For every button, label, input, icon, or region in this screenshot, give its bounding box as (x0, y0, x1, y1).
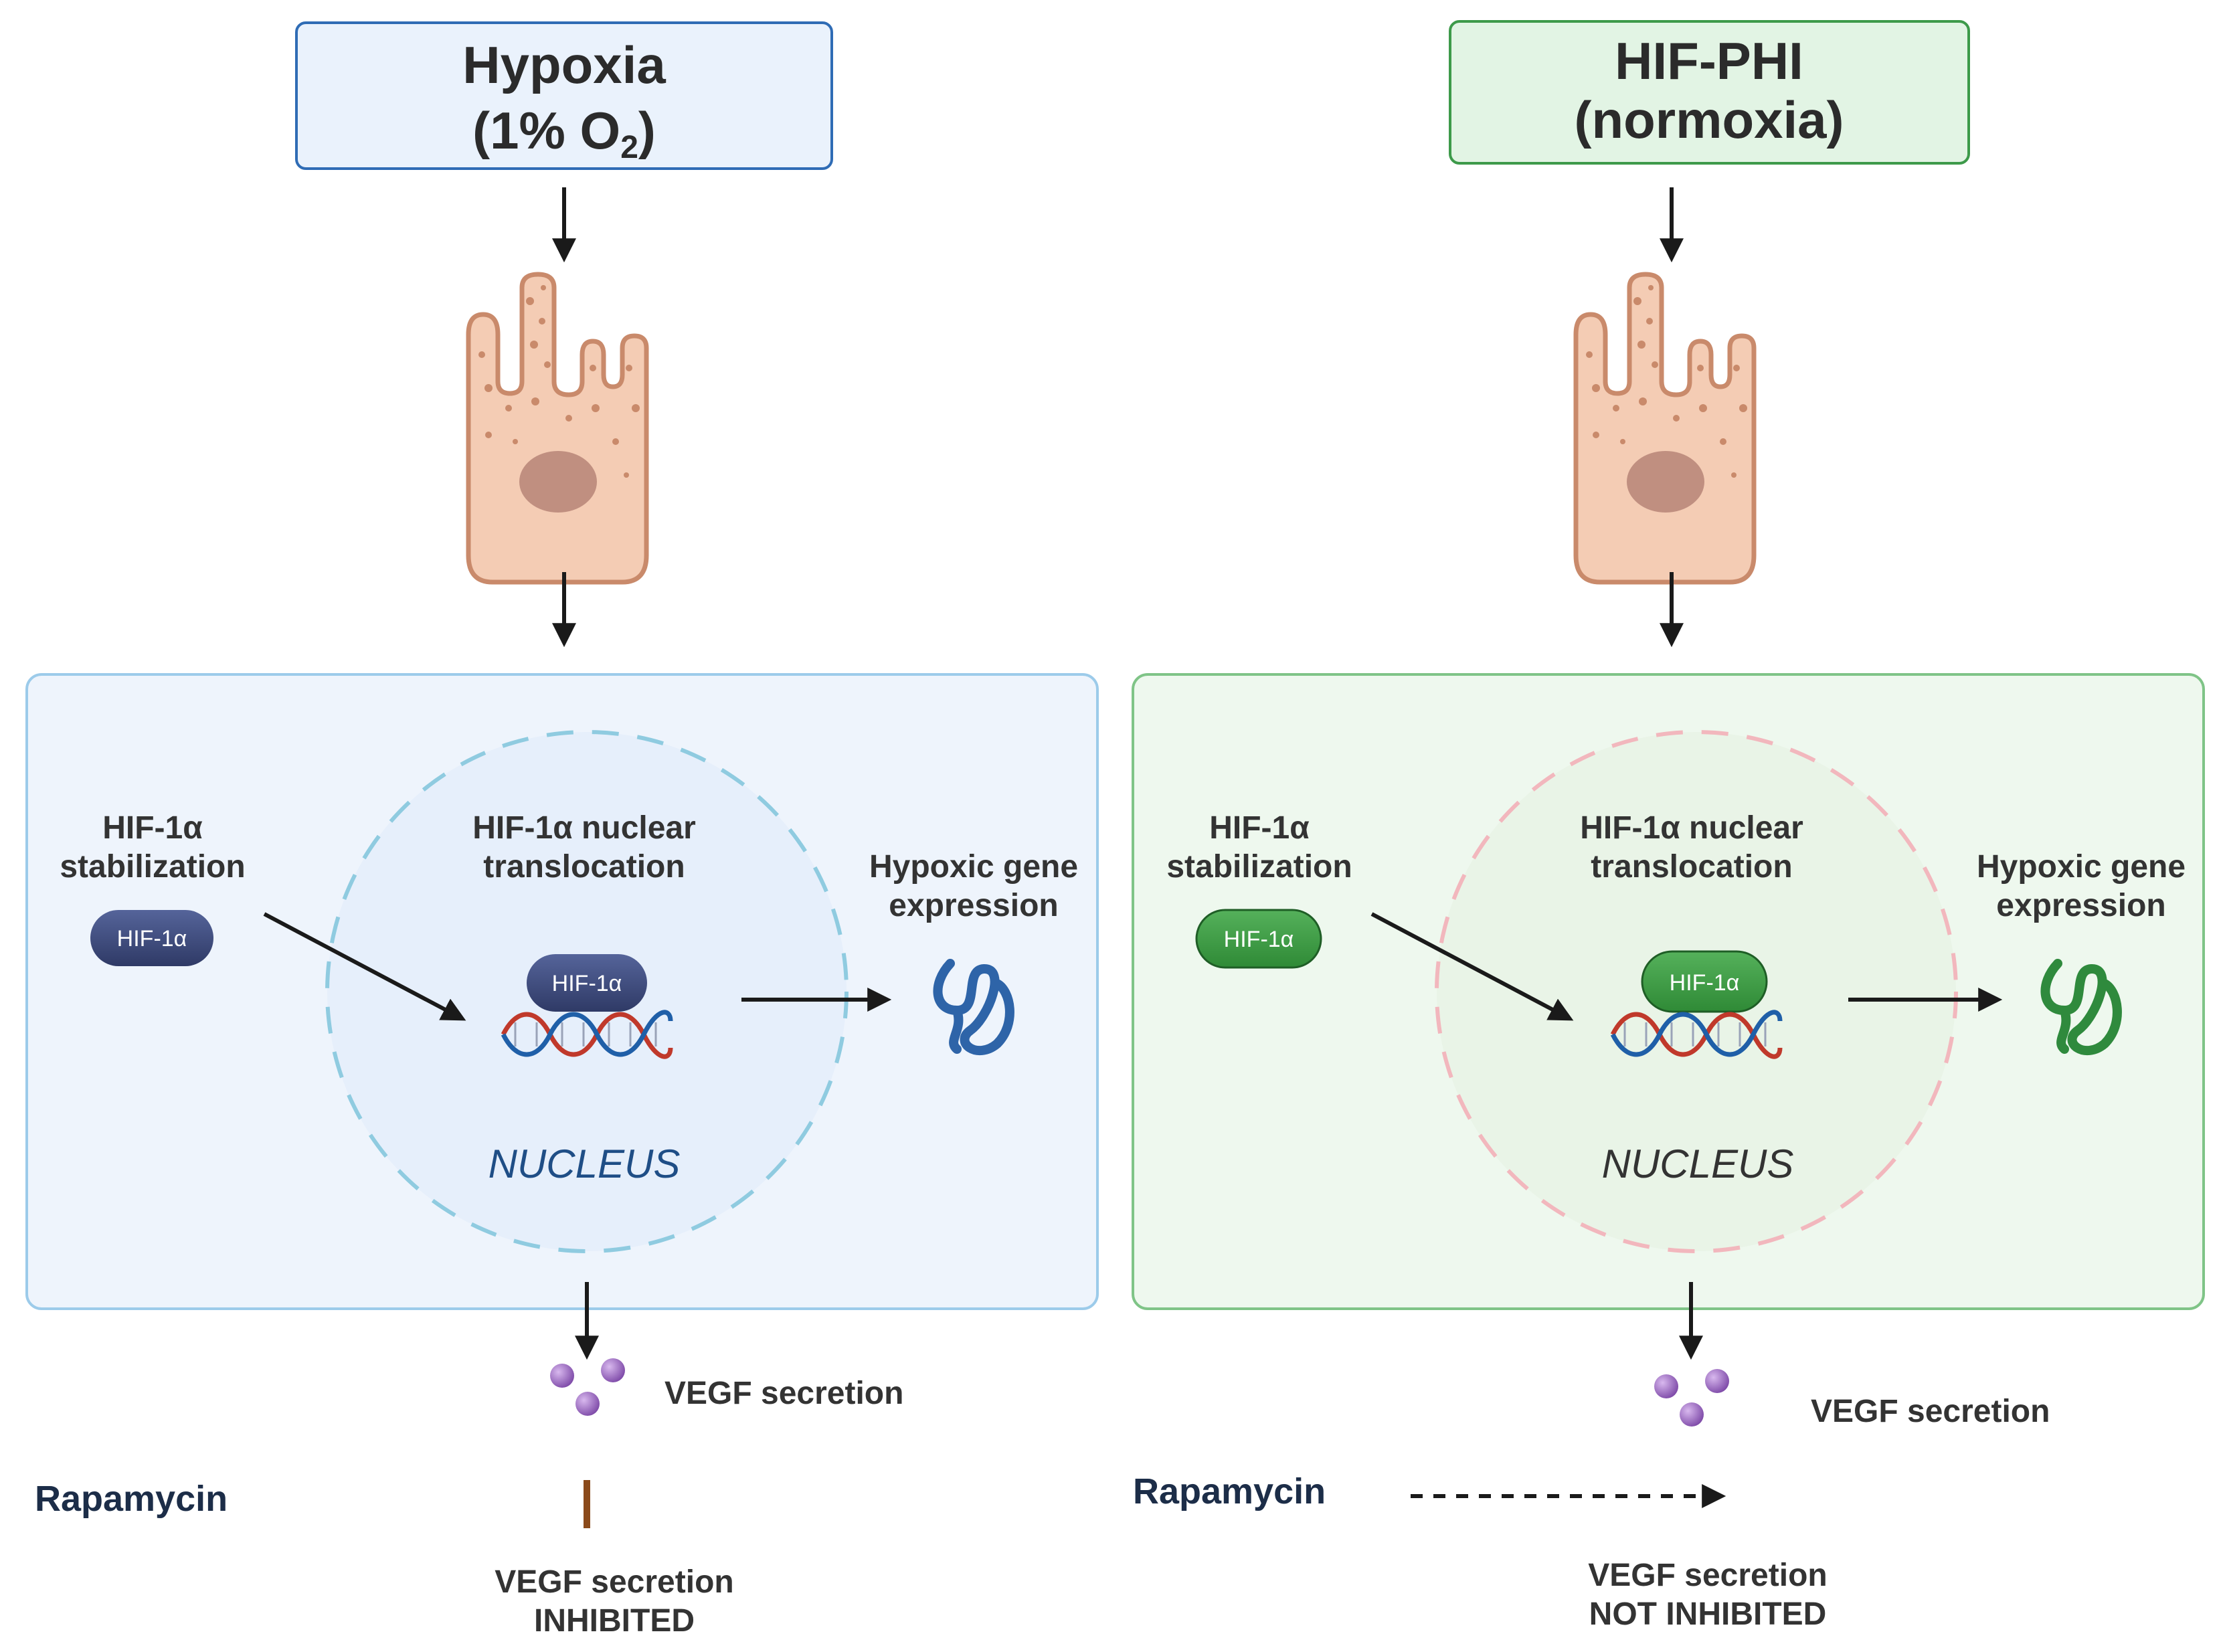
hif1a-pill-nucleus-right-label: HIF-1α (1670, 970, 1740, 996)
nucleus-label: NUCLEUS (488, 1141, 681, 1186)
arrow-stabilization-to-nucleus (263, 912, 466, 1021)
nucleus-label-right: NUCLEUS (1602, 1141, 1794, 1186)
rapamycin-label: Rapamycin (35, 1479, 228, 1519)
hif1a-pill-cytoplasm-right (1195, 909, 1322, 969)
stabilization-label-line2: stabilization (60, 849, 245, 885)
inhibited-outcome-line1: VEGF secretion (495, 1564, 733, 1600)
vegf-secretion-label-right: VEGF secretion (1811, 1394, 2050, 1429)
not-inhibited-outcome-line1: VEGF secretion (1588, 1558, 1827, 1593)
hypoxia-subtitle-subscript: 2 (620, 130, 638, 165)
translocation-label-line2-right: translocation (1591, 849, 1792, 885)
hypoxia-title: Hypoxia (462, 35, 666, 94)
hif1a-pill-cytoplasm-label: HIF-1α (117, 926, 187, 951)
hypoxia-subtitle: (1% O2) (472, 101, 656, 165)
protein-icon-right (2040, 959, 2122, 1056)
hif1a-pill-nucleus-right (1641, 950, 1768, 1013)
inhibited-outcome-line2: INHIBITED (534, 1603, 695, 1639)
stabilization-label-line1: HIF-1α (102, 810, 203, 846)
hif1a-pill-cytoplasm-right-label: HIF-1α (1224, 927, 1294, 952)
stabilization-label-line1-right: HIF-1α (1209, 810, 1310, 846)
hif-phi-title-box (1449, 20, 1970, 165)
gene-expression-label-line2-right: expression (1996, 888, 2165, 923)
hif1a-pill-nucleus-label: HIF-1α (552, 971, 622, 996)
hypoxia-title-box (295, 21, 833, 170)
gene-expression-label-line2: expression (889, 888, 1058, 923)
vegf-secretion-label: VEGF secretion (664, 1376, 903, 1411)
vegf-molecules-icon-right (1654, 1369, 1729, 1427)
epithelial-cell-icon-right (1576, 274, 1754, 582)
hypoxia-column: Hypoxia (1% O2) HIF-1α stabilization HIF… (25, 21, 1099, 1639)
not-inhibited-outcome-line2: NOT INHIBITED (1589, 1596, 1827, 1632)
hypoxia-subtitle-prefix: (1% O (472, 101, 620, 160)
hif1a-pill-nucleus (527, 954, 647, 1012)
hif-phi-column: HIF-PHI (normoxia) HIF-1α stabilization … (1132, 20, 2205, 1632)
protein-icon (933, 959, 1014, 1056)
translocation-label-line2: translocation (483, 849, 685, 885)
translocation-label-line1: HIF-1α nuclear (472, 810, 696, 846)
arrow-stabilization-to-nucleus-right (1370, 912, 1574, 1021)
rapamycin-label-right: Rapamycin (1133, 1471, 1326, 1511)
gene-expression-label-line1-right: Hypoxic gene (1977, 849, 2186, 885)
stabilization-label-line2-right: stabilization (1166, 849, 1352, 885)
hif-phi-title: HIF-PHI (1615, 31, 1803, 90)
hif1a-pill-cytoplasm (90, 910, 213, 966)
hif-phi-subtitle: (normoxia) (1574, 90, 1844, 149)
translocation-label-line1-right: HIF-1α nuclear (1580, 810, 1803, 846)
vegf-molecules-icon (550, 1358, 625, 1416)
gene-expression-label-line1: Hypoxic gene (869, 849, 1078, 885)
hypoxia-subtitle-suffix: ) (638, 101, 656, 160)
epithelial-cell-icon (468, 274, 646, 582)
